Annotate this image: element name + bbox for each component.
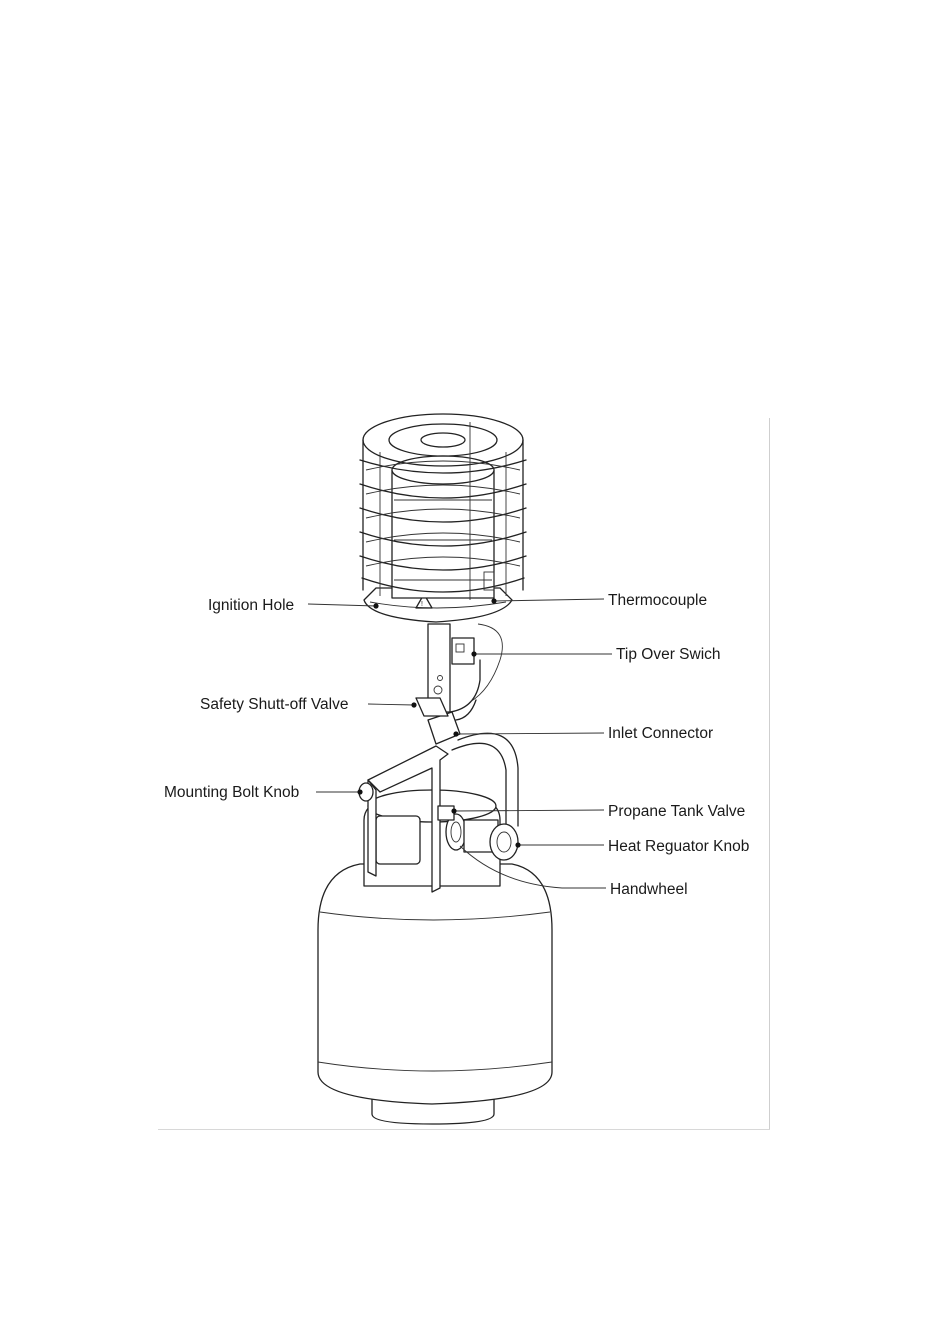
emitter-cylinder (392, 456, 494, 598)
label-safety-valve: Safety Shutt-off Valve (200, 696, 348, 713)
label-heat-regulator-knob: Heat Reguator Knob (608, 838, 749, 855)
inlet-connector-dot (453, 731, 458, 736)
label-handwheel: Handwheel (610, 881, 688, 898)
label-inlet-connector: Inlet Connector (608, 725, 713, 742)
stem-assembly (416, 624, 502, 744)
heat-regulator-dot (515, 842, 520, 847)
safety-valve-dot (411, 702, 416, 707)
propane-tank (318, 864, 552, 1124)
thermocouple-dot (491, 598, 496, 603)
mounting-bolt-dot (357, 789, 362, 794)
svg-text:!: ! (421, 601, 423, 608)
ignition-hole-dot (373, 603, 378, 608)
label-ignition-hole: Ignition Hole (208, 597, 294, 614)
tip-over-switch-dot (471, 651, 476, 656)
label-propane-tank-valve: Propane Tank Valve (608, 803, 745, 820)
label-tip-over-switch: Tip Over Swich (616, 646, 721, 663)
label-mounting-bolt-knob: Mounting Bolt Knob (164, 784, 299, 801)
label-thermocouple: Thermocouple (608, 592, 707, 609)
propane-valve-dot (451, 808, 456, 813)
